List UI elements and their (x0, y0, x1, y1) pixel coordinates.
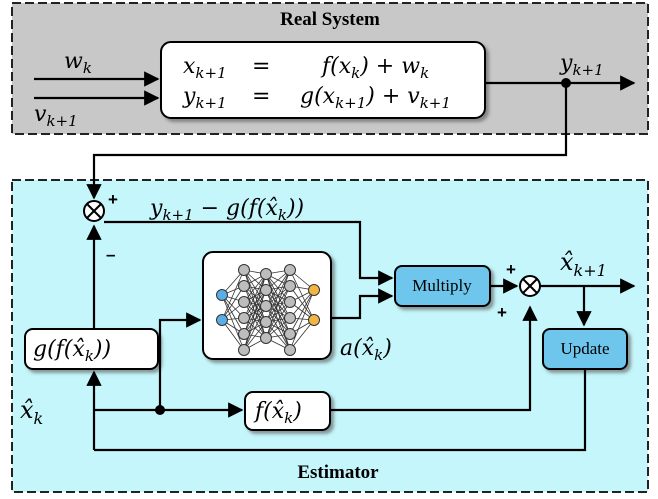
eq2-rhs: g(xk+1) + vk+1 (300, 84, 451, 112)
estimator-title: Estimator (297, 462, 379, 483)
update-block[interactable]: Update (542, 328, 628, 370)
measurement-feedback-wire (86, 83, 568, 200)
nn-edge (289, 269, 315, 321)
nn-edge (221, 294, 245, 351)
update-sum-junction (519, 275, 541, 297)
multiply-block[interactable]: Multiply (394, 265, 491, 307)
neural-network-box (202, 251, 332, 360)
nn-edge (243, 273, 267, 319)
nn-to-multiply-wire (331, 288, 394, 320)
f-prediction-box: f(x̂k) (244, 391, 331, 431)
g-prediction-label: g(f(x̂k)) (33, 337, 111, 365)
real-system-title: Real System (280, 9, 380, 30)
nn-edge (243, 273, 267, 335)
xhat-k-label: x̂k (20, 396, 43, 428)
nn-node (284, 280, 296, 292)
nn-node (308, 284, 320, 296)
nn-node (284, 264, 296, 276)
nn-nodes (216, 264, 320, 356)
plus-sign-mid: + (506, 260, 516, 279)
nn-node (260, 332, 272, 344)
nn-node (284, 328, 296, 340)
nn-node (284, 296, 296, 308)
plus-sign-low: + (497, 303, 507, 322)
nn-output-label: a(x̂k) (340, 336, 392, 364)
nn-edge (265, 269, 291, 339)
innovation-wire (104, 220, 394, 286)
nn-edge (221, 285, 245, 321)
nn-node (260, 284, 272, 296)
eq1-equals: = (252, 54, 270, 79)
nn-edge (243, 289, 267, 351)
eq2-equals: = (252, 84, 270, 109)
nn-edge (265, 269, 291, 307)
nn-node (238, 328, 250, 340)
nn-node (216, 314, 228, 326)
nn-node (238, 264, 250, 276)
nn-node (238, 312, 250, 324)
nn-edge (221, 269, 245, 321)
minus-sign-top: – (106, 245, 115, 264)
nn-node (260, 300, 272, 312)
nn-node (284, 312, 296, 324)
input-w-label: wk (64, 49, 92, 77)
multiply-label: Multiply (412, 276, 472, 295)
nn-node (238, 344, 250, 356)
nn-edge (265, 269, 291, 323)
nn-node (284, 344, 296, 356)
output-y-label: yk+1 (559, 51, 604, 79)
nn-edge (265, 285, 291, 339)
nn-edge (265, 301, 291, 339)
innovation-sum-junction (83, 200, 105, 222)
innovation-label: yk+1 − g(f(x̂k)) (149, 196, 304, 224)
nn-edge (289, 289, 315, 319)
nn-edge (221, 319, 245, 351)
nn-node (238, 280, 250, 292)
nn-edge (289, 285, 315, 321)
input-v-label: vk+1 (34, 102, 78, 130)
nn-node (260, 268, 272, 280)
xhat-next-label: x̂k+1 (560, 248, 607, 280)
eq2-lhs: yk+1 (182, 84, 227, 112)
xhat-to-nn-wire (158, 312, 202, 410)
nn-edge (289, 289, 315, 335)
nn-edge (289, 319, 315, 351)
nn-node (260, 316, 272, 328)
nn-node (308, 314, 320, 326)
g-prediction-box: g(f(x̂k)) (24, 328, 159, 370)
f-prediction-label: f(x̂k) (253, 399, 302, 427)
update-feedback-wire (94, 369, 587, 452)
plus-sign-top: + (108, 190, 118, 209)
system-equations-box: xk+1 = f(xk) + wk yk+1 = g(xk+1) + vk+1 (160, 41, 486, 119)
nn-edge (221, 294, 245, 335)
nn-node (216, 289, 228, 301)
nn-edge (243, 305, 267, 351)
eq1-lhs: xk+1 (183, 54, 227, 82)
nn-node (238, 296, 250, 308)
nn-edge (289, 289, 315, 351)
update-label: Update (560, 339, 609, 358)
f-to-sum-wire (330, 305, 538, 412)
eq1-rhs: f(xk) + wk (320, 54, 429, 82)
